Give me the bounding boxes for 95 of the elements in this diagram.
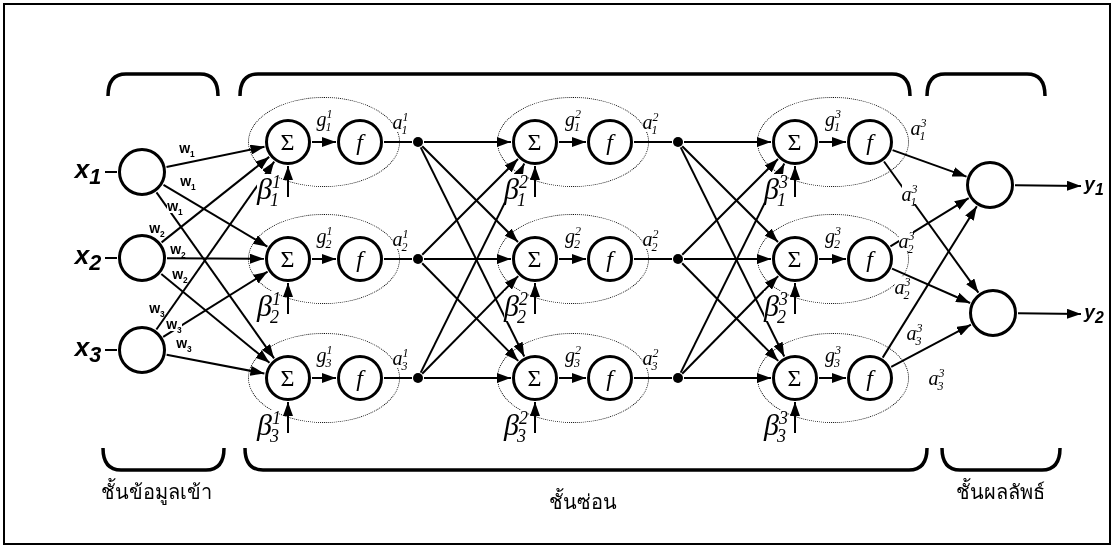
arrow [423, 373, 512, 383]
arrow [558, 254, 587, 264]
arrow [790, 165, 800, 198]
arrow [818, 137, 847, 147]
summation-node: Σ [264, 118, 311, 165]
arrow [421, 275, 520, 375]
arrow [421, 262, 520, 362]
connector-line [104, 349, 118, 351]
arrow [311, 373, 337, 383]
arrow [155, 160, 276, 331]
layer-label: ชั้นซ่อน [549, 489, 617, 515]
input-neuron [118, 326, 166, 374]
input-variable: x$_{1}$ [71, 157, 105, 187]
arrow [681, 158, 779, 256]
arrow [530, 401, 540, 434]
activation-node: f [586, 235, 633, 282]
layer-label: ชั้นข้อมูลเข้า [100, 479, 212, 505]
connector-line [383, 377, 413, 379]
junction-dot [673, 254, 683, 264]
arrow [891, 267, 972, 304]
summation-node: Σ [511, 354, 558, 401]
arrow [165, 144, 266, 168]
junction-dot [673, 373, 683, 383]
arrow [818, 254, 847, 264]
activation-node: f [336, 354, 383, 401]
arrow [881, 205, 978, 359]
summation-node: Σ [264, 235, 311, 282]
output-neuron [966, 161, 1014, 209]
arrow [166, 253, 265, 264]
connector-line [633, 377, 673, 379]
activation-node: f [846, 235, 893, 282]
arrow [683, 373, 772, 383]
arrow [790, 282, 800, 315]
input-neuron [118, 148, 166, 196]
arrow [423, 137, 512, 147]
arrow [162, 270, 269, 338]
arrow [162, 183, 269, 248]
input-variable: x$_{2}$ [71, 243, 105, 273]
junction-dot [673, 137, 683, 147]
arrow [283, 401, 293, 434]
arrow [165, 353, 266, 376]
arrow [423, 254, 512, 264]
arrow [889, 197, 970, 248]
arrow [790, 401, 800, 434]
connector-line [104, 171, 118, 173]
arrow [421, 158, 519, 256]
connector-line [104, 257, 118, 259]
arrow [883, 160, 980, 294]
arrow [683, 254, 772, 264]
activation-node: f [846, 354, 893, 401]
activation-node: f [336, 118, 383, 165]
arrow [681, 262, 780, 362]
arrow [818, 373, 847, 383]
weight-label: w$_{3}$ [166, 317, 182, 331]
arrow [160, 272, 271, 364]
arrow [530, 282, 540, 315]
arrow [683, 137, 772, 147]
input-variable: x$_{3}$ [71, 335, 105, 365]
arrow [681, 275, 780, 375]
activation-node: f [336, 235, 383, 282]
arrow [681, 145, 779, 243]
arrow [1017, 308, 1082, 319]
junction-dot [413, 373, 423, 383]
output-neuron [969, 289, 1017, 337]
arrow [283, 282, 293, 315]
activation-node: f [586, 354, 633, 401]
junction-dot [413, 254, 423, 264]
arrow [311, 254, 337, 264]
summation-node: Σ [771, 354, 818, 401]
arrow [891, 149, 968, 178]
arrow [155, 191, 276, 360]
arrow [558, 373, 587, 383]
activation-node: f [586, 118, 633, 165]
arrow [311, 137, 337, 147]
arrow [890, 323, 972, 368]
arrow [558, 137, 587, 147]
arrow [160, 155, 271, 244]
output-variable: y$_{2}$ [1081, 302, 1107, 326]
arrow [283, 165, 293, 198]
connector-line [633, 141, 673, 143]
activation-node: f [846, 118, 893, 165]
connector-line [383, 141, 413, 143]
arrow [530, 165, 540, 198]
summation-node: Σ [771, 118, 818, 165]
connector-line [383, 258, 413, 260]
summation-node: Σ [264, 354, 311, 401]
layer-label: ชั้นผลลัพธ์ [955, 479, 1045, 505]
connector-line [633, 258, 673, 260]
summation-node: Σ [511, 118, 558, 165]
arrow [421, 145, 519, 243]
summation-node: Σ [511, 235, 558, 282]
summation-node: Σ [771, 235, 818, 282]
junction-dot [413, 137, 423, 147]
arrow [1014, 180, 1082, 191]
output-variable: y$_{1}$ [1081, 174, 1107, 198]
